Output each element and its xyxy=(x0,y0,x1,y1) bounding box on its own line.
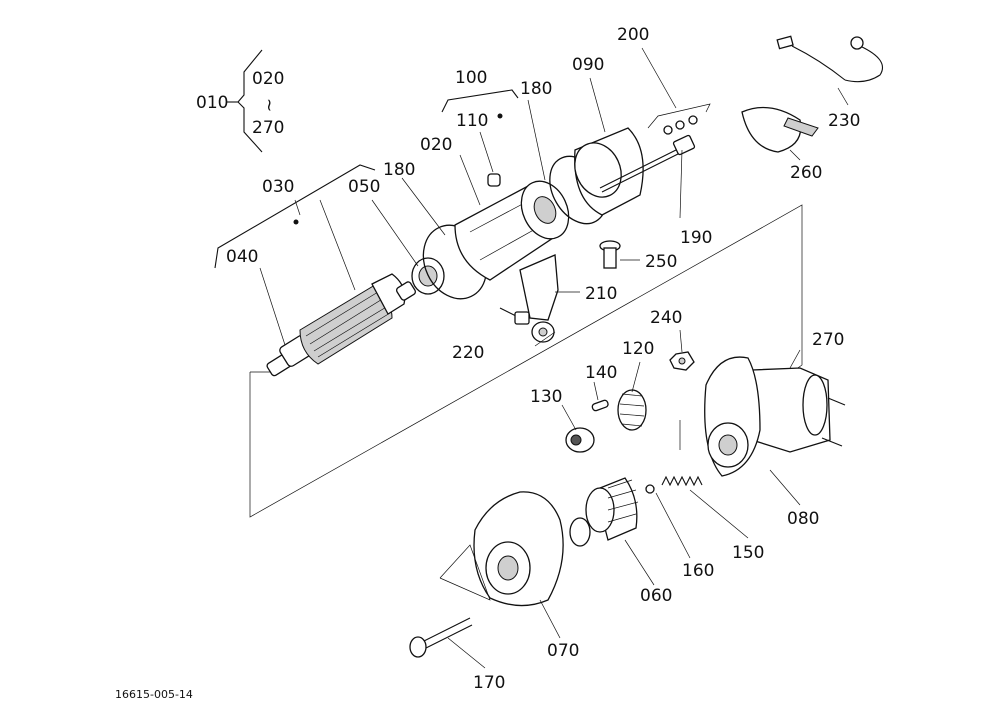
drive-housing-080 xyxy=(704,356,761,477)
label-060: 060 xyxy=(640,586,672,606)
label-250: 250 xyxy=(645,252,677,272)
label-180-rear: 180 xyxy=(520,79,552,99)
through-bolt-190 xyxy=(599,134,696,193)
group-bracket-100 xyxy=(441,89,519,119)
label-130: 130 xyxy=(530,387,562,407)
label-140: 140 xyxy=(585,363,617,383)
label-160: 160 xyxy=(682,561,714,581)
spring-150 xyxy=(661,475,703,487)
part-labels: 010 020 ~ 270 100 180 090 200 230 110 02… xyxy=(115,25,860,701)
label-270: 270 xyxy=(812,330,844,350)
leader-lines xyxy=(259,47,849,669)
label-110: 110 xyxy=(456,111,488,131)
group-bracket-010 xyxy=(226,49,263,153)
label-040: 040 xyxy=(226,247,258,267)
label-270-range: 270 xyxy=(252,118,284,138)
label-050: 050 xyxy=(348,177,380,197)
label-100: 100 xyxy=(455,68,487,88)
label-180-front: 180 xyxy=(383,160,415,180)
label-020: 020 xyxy=(420,135,452,155)
overrunning-clutch-060 xyxy=(569,477,639,547)
brush-holder-210 xyxy=(499,254,559,325)
clamp-band-260 xyxy=(741,106,819,153)
label-170: 170 xyxy=(473,673,505,693)
holder-130 xyxy=(565,427,595,453)
nuts-200 xyxy=(647,103,711,135)
label-210: 210 xyxy=(585,284,617,304)
magnetic-switch-270 xyxy=(751,367,846,453)
yoke-020 xyxy=(454,180,570,281)
label-020-range: 020 xyxy=(252,69,284,89)
label-150: 150 xyxy=(732,543,764,563)
label-tilde: ~ xyxy=(259,98,279,112)
label-030: 030 xyxy=(262,177,294,197)
nut-240 xyxy=(669,351,695,371)
label-090: 090 xyxy=(572,55,604,75)
label-220: 220 xyxy=(452,343,484,363)
ball-160 xyxy=(645,484,655,494)
label-200: 200 xyxy=(617,25,649,45)
label-080: 080 xyxy=(787,509,819,529)
screw-250 xyxy=(599,240,621,269)
figure-code: 16615-005-14 xyxy=(115,688,193,701)
end-cover-090 xyxy=(574,127,644,216)
label-190: 190 xyxy=(680,228,712,248)
group-bracket-030 xyxy=(214,164,376,269)
label-230: 230 xyxy=(828,111,860,131)
assembly-frame-lines xyxy=(249,204,803,518)
label-070: 070 xyxy=(547,641,579,661)
armature-040 xyxy=(266,273,417,377)
part-220 xyxy=(531,321,555,343)
lead-wire-230 xyxy=(776,35,884,83)
pin-140 xyxy=(591,399,609,412)
gear-120 xyxy=(617,389,647,431)
label-010: 010 xyxy=(196,93,228,113)
bolt-170 xyxy=(409,617,473,658)
part-110 xyxy=(487,173,501,187)
label-120: 120 xyxy=(622,339,654,359)
label-240: 240 xyxy=(650,308,682,328)
label-260: 260 xyxy=(790,163,822,183)
front-housing-070 xyxy=(439,491,564,607)
